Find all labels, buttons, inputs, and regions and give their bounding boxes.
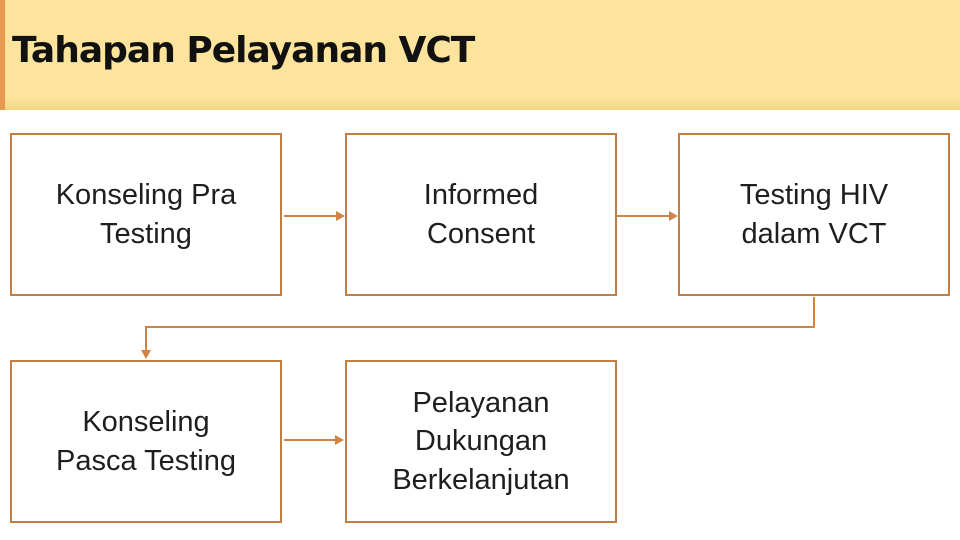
flow-box-label: Pelayanan Dukungan Berkelanjutan — [392, 387, 570, 496]
arrowhead-right-icon — [335, 435, 344, 445]
flow-box-konseling-pra-testing: Konseling Pra Testing — [10, 133, 282, 296]
connector-testing-to-pasca-segment-down — [813, 297, 815, 328]
slide-title: Tahapan Pelayanan VCT — [12, 30, 475, 71]
flow-box-pelayanan-dukungan-berkelanjutan: Pelayanan Dukungan Berkelanjutan — [345, 360, 617, 523]
flow-box-konseling-pasca-testing: Konseling Pasca Testing — [10, 360, 282, 523]
flow-box-informed-consent: Informed Consent — [345, 133, 617, 296]
arrowhead-right-icon — [336, 211, 345, 221]
arrowhead-down-icon — [141, 350, 151, 359]
connector-pra-to-consent — [284, 215, 337, 217]
connector-pasca-to-dukungan — [284, 439, 336, 441]
arrowhead-right-icon — [669, 211, 678, 221]
connector-testing-to-pasca-segment-across — [145, 326, 815, 328]
flow-box-label: Konseling Pra Testing — [55, 179, 237, 250]
connector-consent-to-testing — [617, 215, 670, 217]
header-band: Tahapan Pelayanan VCT — [0, 0, 960, 110]
header-left-stripe — [0, 0, 5, 110]
flow-box-label: Konseling Pasca Testing — [55, 406, 237, 477]
flow-box-testing-hiv-dalam-vct: Testing HIV dalam VCT — [678, 133, 950, 296]
flow-box-label: Informed Consent — [423, 179, 539, 250]
flow-box-label: Testing HIV dalam VCT — [739, 179, 889, 250]
connector-testing-to-pasca-segment-drop — [145, 326, 147, 351]
